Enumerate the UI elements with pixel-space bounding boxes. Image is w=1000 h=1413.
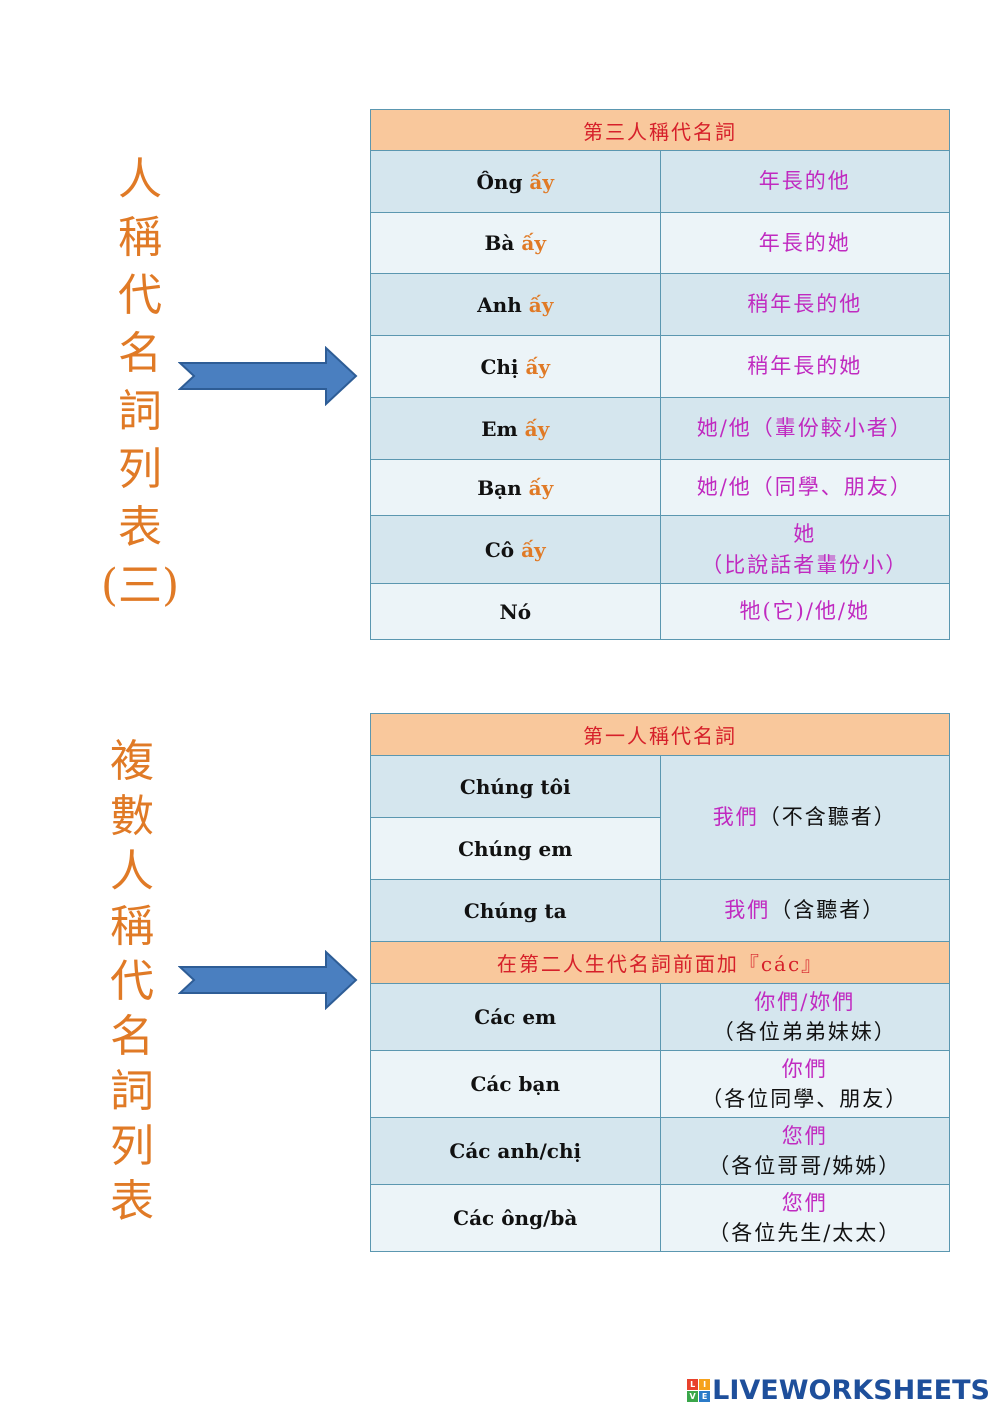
title2-char: 稱 [110,901,154,952]
title1-char: 稱 [118,212,162,263]
table-row: Chúng em [370,817,950,880]
chinese-meaning: 你們（各位同學、朋友） [659,1050,950,1118]
title2-char: 數 [110,791,154,842]
table-row: Chúng ta 我們（含聽者） [370,879,950,942]
chinese-meaning: 年長的他 [659,150,950,213]
table-row: Bà ấy 年長的她 [370,212,950,274]
chinese-meaning: 稍年長的他 [659,273,950,336]
table1-header: 第三人稱代名詞 [370,109,950,151]
table-row: Em ấy 她/他（輩份較小者） [370,397,950,460]
vietnamese-term: Ông ấy [370,150,661,213]
chinese-meaning: 牠(它)/他/她 [659,583,950,640]
title2-char: 詞 [110,1066,154,1117]
table-row: Anh ấy 稍年長的他 [370,273,950,336]
chinese-meaning: 稍年長的她 [659,335,950,398]
vietnamese-term: Em ấy [370,397,661,460]
title2-char: 代 [110,956,154,1007]
table2-header-first-person: 第一人稱代名詞 [370,713,950,756]
chinese-meaning: 您們（各位哥哥/姊姊） [659,1117,950,1185]
third-person-pronoun-table: 第三人稱代名詞 Ông ấy 年長的他 Bà ấy 年長的她 Anh ấy 稍年… [370,109,950,640]
title2-char: 複 [110,736,154,787]
right-arrow-icon [178,950,358,1010]
chinese-meaning: 我們（含聽者） [659,879,950,942]
title2-char: 表 [110,1176,154,1227]
title2-char: 名 [110,1011,154,1062]
table-row: Nó 牠(它)/他/她 [370,583,950,640]
title1-char: 詞 [118,386,162,437]
chinese-meaning: 她（比說話者輩份小） [659,515,950,584]
vertical-title-1: 人 稱 代 名 詞 列 表 (三) [100,158,180,622]
plural-pronoun-table: 第一人稱代名詞 Chúng tôi 我們（不含聽者） Chúng em Chún… [370,713,950,1252]
table-row: Ông ấy 年長的他 [370,150,950,213]
chinese-meaning: 她/他（同學、朋友） [659,459,950,516]
vietnamese-term: Các bạn [370,1050,661,1118]
right-arrow-icon [178,346,358,406]
vietnamese-term: Các ông/bà [370,1184,661,1252]
table-row: Các bạn 你們（各位同學、朋友） [370,1050,950,1118]
title1-char: 表 [118,502,162,553]
table-row: Bạn ấy 她/他（同學、朋友） [370,459,950,516]
vietnamese-term: Bạn ấy [370,459,661,516]
vietnamese-term: Cô ấy [370,515,661,584]
chinese-meaning: 年長的她 [659,212,950,274]
vietnamese-term: Chúng ta [370,879,661,942]
vietnamese-term: Anh ấy [370,273,661,336]
table-row: Các em 你們/妳們（各位弟弟妹妹） [370,983,950,1051]
vietnamese-term: Bà ấy [370,212,661,274]
logo-icon: L I V E [687,1379,711,1402]
chinese-meaning: 你們/妳們（各位弟弟妹妹） [659,983,950,1051]
title2-char: 列 [110,1121,154,1172]
chinese-meaning: 我們（不含聽者） [659,755,950,880]
chinese-meaning: 您們（各位先生/太太） [659,1184,950,1252]
vietnamese-term: Nó [370,583,661,640]
title1-char: 代 [118,270,162,321]
table2-header-second-person: 在第二人生代名詞前面加『các』 [370,941,950,984]
vietnamese-term: Chúng tôi [370,755,661,818]
title1-char: 人 [118,154,162,205]
table-row: Chị ấy 稍年長的她 [370,335,950,398]
title1-char: 列 [118,444,162,495]
title1-char: 名 [118,328,162,379]
liveworksheets-logo[interactable]: L I V E LIVEWORKSHEETS [687,1375,990,1406]
table-row: Các ông/bà 您們（各位先生/太太） [370,1184,950,1252]
table-row: Chúng tôi 我們（不含聽者） [370,755,950,880]
vertical-title-2: 複 數 人 稱 代 名 詞 列 表 [92,740,172,1235]
logo-text: LIVEWORKSHEETS [712,1375,990,1406]
vietnamese-term: Chúng em [370,817,661,880]
vietnamese-term: Chị ấy [370,335,661,398]
table-row: Các anh/chị 您們（各位哥哥/姊姊） [370,1117,950,1185]
title2-char: 人 [110,846,154,897]
vietnamese-term: Các anh/chị [370,1117,661,1185]
title1-char: (三) [100,560,180,611]
table-row: Cô ấy 她（比說話者輩份小） [370,515,950,584]
chinese-meaning: 她/他（輩份較小者） [659,397,950,460]
vietnamese-term: Các em [370,983,661,1051]
